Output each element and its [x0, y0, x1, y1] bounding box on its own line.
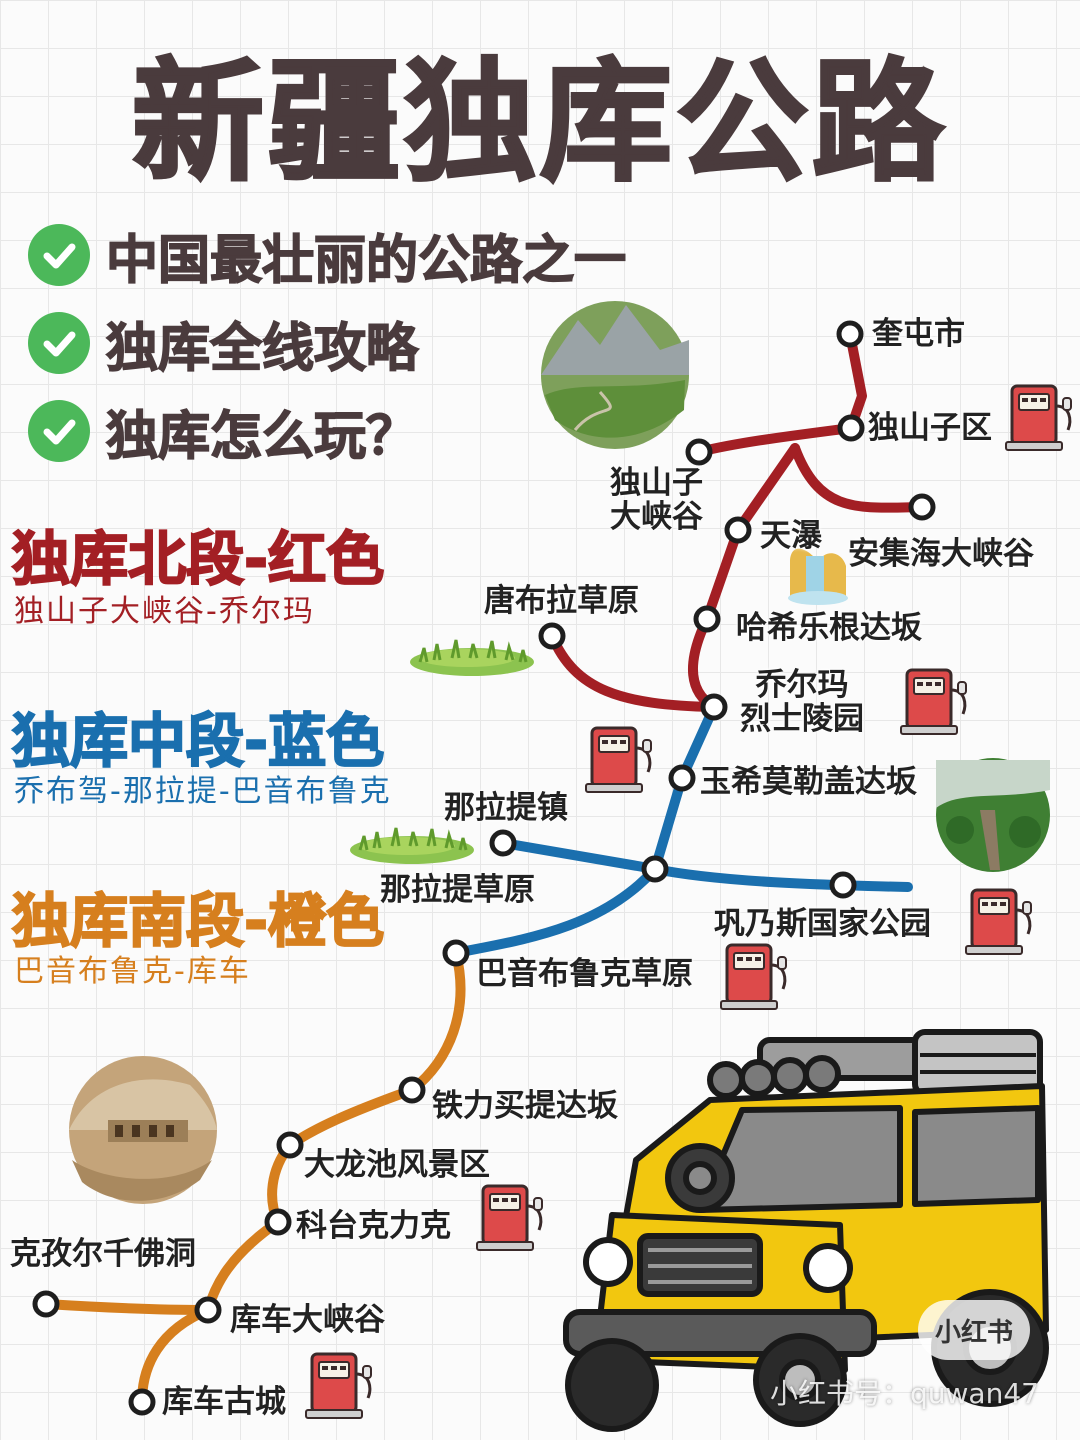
stop-node — [538, 622, 566, 650]
stop-label-tianpu: 天瀑 — [760, 518, 822, 554]
stop-node — [685, 438, 713, 466]
stop-node — [398, 1076, 426, 1104]
stop-label-tangbula: 唐布拉草原 — [484, 583, 639, 619]
stop-node — [128, 1388, 156, 1416]
stop-node — [489, 829, 517, 857]
grass-icon — [348, 826, 476, 866]
stop-node — [442, 939, 470, 967]
check-icon — [28, 312, 90, 374]
north-section-title: 独库北段-红色 — [11, 524, 385, 594]
stop-node — [641, 855, 669, 883]
stop-label-dushanzi-district: 独山子区 — [868, 410, 992, 446]
highlight-item: 中国最壮丽的公路之一 — [28, 220, 627, 292]
stop-label-gongnaisi: 巩乃斯国家公园 — [714, 906, 931, 942]
middle-section-subtitle: 乔布驾-那拉提-巴音布鲁克 — [14, 774, 392, 809]
stop-label-dalongchi: 大龙池风景区 — [304, 1147, 490, 1183]
stop-label-kuitun: 奎屯市 — [872, 316, 965, 352]
stop-node — [276, 1131, 304, 1159]
stop-label-tielimaiti: 铁力买提达坂 — [432, 1088, 618, 1124]
stop-node — [668, 764, 696, 792]
stop-label-nalati-grassland: 那拉提草原 — [380, 872, 535, 908]
check-icon — [28, 400, 90, 462]
forest-photo — [936, 758, 1050, 872]
stop-node — [194, 1296, 222, 1324]
highlight-item: 独库全线攻略 — [28, 308, 419, 380]
north-section-subtitle: 独山子大峡谷-乔尔玛 — [14, 594, 315, 629]
highlight-item: 独库怎么玩？ — [28, 396, 419, 468]
stop-label-kuche-canyon: 库车大峡谷 — [230, 1302, 385, 1338]
stop-label-qiaoerma: 乔尔玛 烈士陵园 — [740, 667, 864, 737]
stop-node — [908, 493, 936, 521]
highlight-text: 中国最壮丽的公路之一 — [105, 230, 627, 292]
watermark-badge: 小红书 — [918, 1300, 1030, 1360]
stop-node — [724, 516, 752, 544]
jeep-illustration — [563, 1029, 1049, 1432]
stop-node — [836, 320, 864, 348]
stop-node — [32, 1290, 60, 1318]
page-title: 新疆独库公路 — [131, 46, 948, 200]
gas-pump-icon — [584, 726, 653, 794]
grass-icon — [408, 638, 536, 678]
gas-pump-icon — [1004, 384, 1073, 452]
stop-label-anjihai: 安集海大峡谷 — [848, 536, 1034, 572]
gas-pump-icon — [964, 888, 1033, 956]
highlight-text: 独库怎么玩？ — [105, 406, 419, 468]
stop-node — [700, 693, 728, 721]
gas-pump-icon — [304, 1352, 373, 1420]
stop-node — [264, 1208, 292, 1236]
south-section-title: 独库南段-橙色 — [11, 886, 385, 956]
gas-pump-icon — [475, 1184, 544, 1252]
stop-label-yuximole: 玉希莫勒盖达坂 — [700, 764, 917, 800]
stop-label-ketaikeli: 科台克力克 — [296, 1208, 451, 1244]
mountain-photo — [541, 301, 689, 449]
stop-label-bayinbuluke: 巴音布鲁克草原 — [476, 956, 693, 992]
gas-pump-icon — [899, 668, 968, 736]
watermark-account: 小红书号：quwan47 — [770, 1377, 1039, 1410]
stop-label-haxile: 哈希乐根达坂 — [736, 610, 922, 646]
waterfall-icon — [788, 548, 848, 605]
stop-node — [837, 414, 865, 442]
cave-photo — [69, 1056, 217, 1204]
south-section-subtitle: 巴音布鲁克-库车 — [14, 954, 251, 989]
gas-pump-icon — [719, 943, 788, 1011]
stop-label-nalati-town: 那拉提镇 — [444, 790, 568, 826]
stop-label-kuche-ancient: 库车古城 — [162, 1384, 286, 1420]
middle-section-title: 独库中段-蓝色 — [11, 706, 385, 776]
stop-label-kezier: 克孜尔千佛洞 — [10, 1236, 196, 1272]
highlight-text: 独库全线攻略 — [105, 318, 419, 380]
stop-node — [693, 605, 721, 633]
check-icon — [28, 224, 90, 286]
stop-label-dushanzi-canyon: 独山子 大峡谷 — [610, 465, 703, 535]
stop-node — [829, 871, 857, 899]
